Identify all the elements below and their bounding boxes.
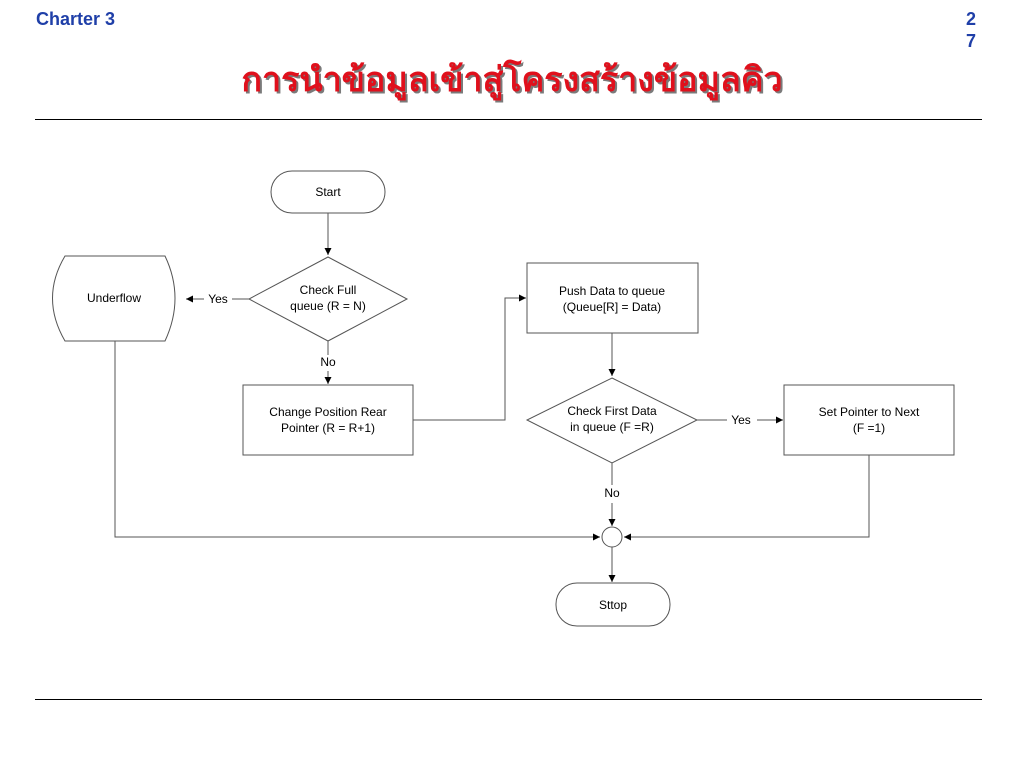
set-pointer-label-line2: (F =1) [853,421,885,435]
yes-first-label: Yes [731,413,751,427]
start-label: Start [315,185,341,199]
push-data-node: Push Data to queue (Queue[R] = Data) [526,262,699,334]
connector-change-to-push [413,294,526,421]
check-first-label-line2: in queue (F =R) [570,420,654,434]
chapter-label: Charter 3 [36,9,116,29]
stop-node: Sttop [555,582,671,627]
check-full-label-line1: Check Full [300,283,357,297]
push-data-label-line1: Push Data to queue [559,284,665,298]
yes-full-label: Yes [208,292,228,306]
set-pointer-node: Set Pointer to Next (F =1) [783,384,955,456]
merge-connector [601,526,623,548]
no-full-label: No [320,355,336,369]
stop-label: Sttop [599,598,627,612]
change-position-node: Change Position Rear Pointer (R = R+1) [242,384,414,456]
check-first-label-line1: Check First Data [567,404,657,418]
set-pointer-label-line1: Set Pointer to Next [819,405,920,419]
page-number-digit-2: 7 [965,31,976,51]
check-full-decision: Check Full queue (R = N) [247,256,409,342]
check-full-label-line2: queue (R = N) [290,299,366,313]
page-number-digit-1: 2 [965,9,976,29]
start-node: Start [270,170,386,214]
no-first-label: No [604,486,620,500]
slide-title: การนำข้อมูลเข้าสู่โครงสร้างข้อมูลคิว [241,60,783,100]
push-data-label-line2: (Queue[R] = Data) [563,300,661,314]
underflow-label: Underflow [87,291,141,305]
connector-set-pointer-to-merge [624,455,870,541]
page-number: 2 7 [962,8,980,52]
change-position-label-line2: Pointer (R = R+1) [281,421,375,435]
connector-underflow-to-merge [114,341,600,541]
change-position-label-line1: Change Position Rear [269,405,386,419]
top-divider [35,119,982,120]
check-first-decision: Check First Data in queue (F =R) [525,377,699,464]
bottom-divider [35,699,982,700]
underflow-node: Underflow [52,255,176,342]
